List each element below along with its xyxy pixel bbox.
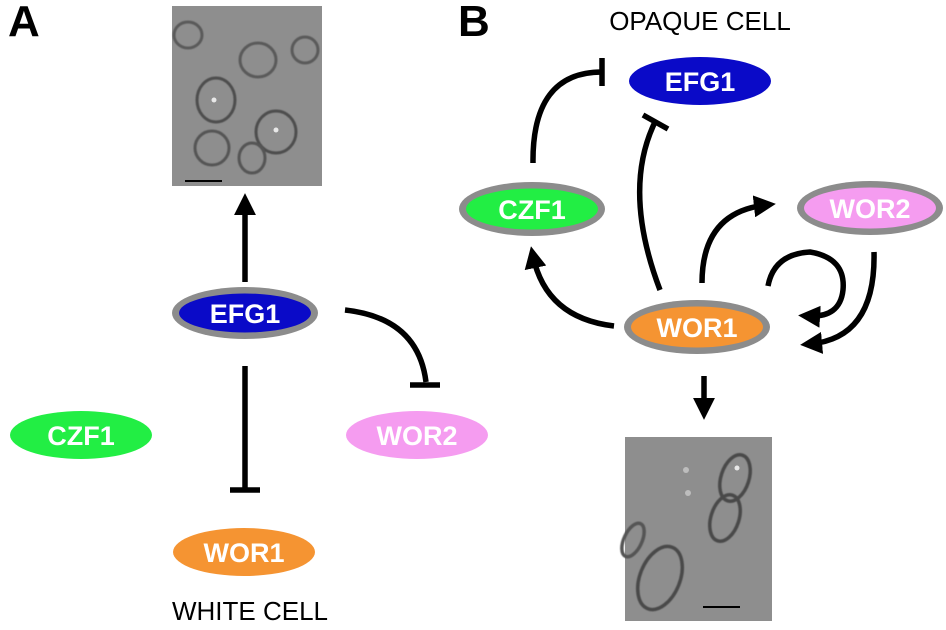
white-cell-shape bbox=[238, 41, 278, 79]
gene-wor1-a: WOR1 bbox=[173, 528, 315, 576]
opaque-cell-label: OPAQUE CELL bbox=[609, 6, 791, 36]
opaque-cell-shape bbox=[620, 521, 646, 559]
gene-efg1-b: EFG1 bbox=[629, 57, 771, 105]
panel-b-letter: B bbox=[458, 0, 490, 46]
gene-label-wor2: WOR2 bbox=[830, 194, 911, 224]
czf1-ellipse-fill bbox=[466, 188, 598, 230]
opaque-cell-shape bbox=[708, 493, 742, 543]
gene-wor2-a: WOR2 bbox=[346, 411, 488, 459]
white-cell-shape bbox=[254, 109, 298, 155]
white-cell-micrograph bbox=[172, 6, 322, 186]
gene-label-wor1: WOR1 bbox=[204, 538, 285, 568]
czf1-inhibits-efg1-edge bbox=[530, 69, 603, 164]
efg1-inhibits-wor2-edge bbox=[344, 307, 429, 383]
wor2-ellipse-fill bbox=[804, 187, 936, 229]
wor1-activates-czf1-arrow bbox=[524, 246, 615, 329]
wor2-activates-wor1-arrow bbox=[800, 251, 877, 354]
czf1-ellipse-fill bbox=[10, 411, 152, 459]
gene-label-wor1: WOR1 bbox=[657, 313, 738, 343]
gene-label-wor2: WOR2 bbox=[377, 421, 458, 451]
white-cell-shape bbox=[237, 141, 267, 175]
cell-debris bbox=[683, 467, 689, 473]
cell-vacuole bbox=[211, 97, 217, 103]
white-cell-shape bbox=[195, 76, 237, 124]
panel-a-letter: A bbox=[8, 0, 40, 46]
opaque-cell-shape bbox=[718, 453, 752, 503]
wor1-autoactivation-arrow bbox=[765, 249, 846, 328]
micrograph-background bbox=[625, 437, 772, 621]
gene-label-czf1: CZF1 bbox=[498, 195, 566, 225]
gene-wor2-b: WOR2 bbox=[797, 181, 943, 235]
wor1-ellipse-fill bbox=[173, 528, 315, 576]
gene-label-efg1: EFG1 bbox=[210, 299, 281, 329]
cell-vacuole bbox=[734, 465, 740, 471]
wor1-inhibits-efg1-edge bbox=[637, 120, 663, 291]
wor1-ellipse-fill bbox=[631, 306, 763, 348]
gene-czf1-b: CZF1 bbox=[459, 182, 605, 236]
opaque-cell-micrograph bbox=[620, 437, 772, 621]
micrograph-background bbox=[172, 6, 322, 186]
cell-debris bbox=[685, 490, 691, 496]
white-cell-shape bbox=[193, 129, 231, 167]
efg1-ellipse-fill bbox=[179, 293, 311, 333]
gene-czf1-a: CZF1 bbox=[10, 411, 152, 459]
gene-wor1-b: WOR1 bbox=[624, 300, 770, 354]
gene-label-czf1: CZF1 bbox=[47, 421, 115, 451]
white-cell-shape bbox=[172, 20, 204, 50]
cell-vacuole bbox=[273, 127, 279, 133]
gene-efg1-a: EFG1 bbox=[172, 287, 318, 339]
gene-label-efg1: EFG1 bbox=[665, 67, 736, 97]
white-cell-shape bbox=[290, 35, 320, 65]
white-cell-label: WHITE CELL bbox=[172, 596, 328, 626]
wor1-activates-wor2-arrow bbox=[699, 195, 776, 284]
inhibition-bar bbox=[641, 112, 670, 132]
opaque-cell-shape bbox=[635, 544, 685, 612]
wor2-ellipse-fill bbox=[346, 411, 488, 459]
efg1-ellipse-fill bbox=[629, 57, 771, 105]
